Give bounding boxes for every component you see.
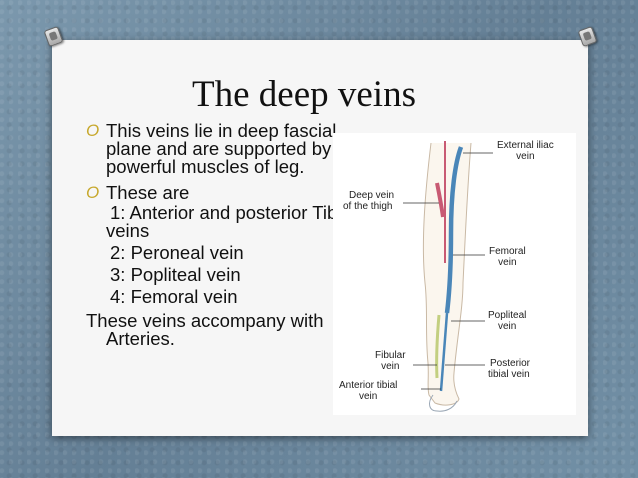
thumbtack-icon [43, 25, 64, 48]
leg-veins-diagram: External iliac vein Deep vein of the thi… [333, 133, 576, 415]
posterior-tibial-vein [439, 312, 449, 392]
label-posterior-tibial: Posterior tibial vein [488, 358, 531, 380]
label-femoral: Femoral vein [489, 246, 526, 268]
label-fibular: Fibular vein [375, 350, 406, 372]
thumbtack-icon [577, 25, 598, 48]
bullet-marker: O [86, 183, 100, 202]
slide-body: O This veins lie in deep fascial plane a… [86, 120, 386, 349]
leader-lines [403, 152, 493, 390]
bullet-marker: O [86, 121, 100, 140]
sub-item: 2: Peroneal vein [110, 242, 244, 263]
slide-title: The deep veins [192, 74, 416, 115]
bullet-item: O These are [86, 182, 386, 203]
fibular-vein [435, 314, 441, 379]
leg-outline [422, 142, 472, 406]
slide: The deep veins O This veins lie in deep … [43, 25, 598, 436]
bullet-text: This veins lie in deep fascial plane and… [106, 120, 337, 177]
bullet-item: O This veins lie in deep fascial plane a… [86, 120, 386, 177]
label-deep-vein-thigh: Deep vein of the thigh [343, 190, 395, 212]
deep-vein-thigh [435, 182, 445, 218]
sub-item: 1: Anterior and posterior Tibial veins [106, 202, 356, 241]
sub-item: 4: Femoral vein [110, 286, 238, 307]
label-popliteal: Popliteal vein [488, 310, 527, 332]
closing-text: These veins accompany with Arteries. [86, 310, 324, 349]
label-anterior-tibial: Anterior tibial vein [339, 380, 398, 402]
foot-outline [429, 394, 458, 412]
leg-illustration [403, 141, 493, 412]
bullet-text: These are [106, 182, 190, 203]
sub-item: 3: Popliteal vein [110, 264, 241, 285]
main-vein [444, 146, 464, 314]
label-external-iliac: External iliac vein [497, 140, 554, 162]
